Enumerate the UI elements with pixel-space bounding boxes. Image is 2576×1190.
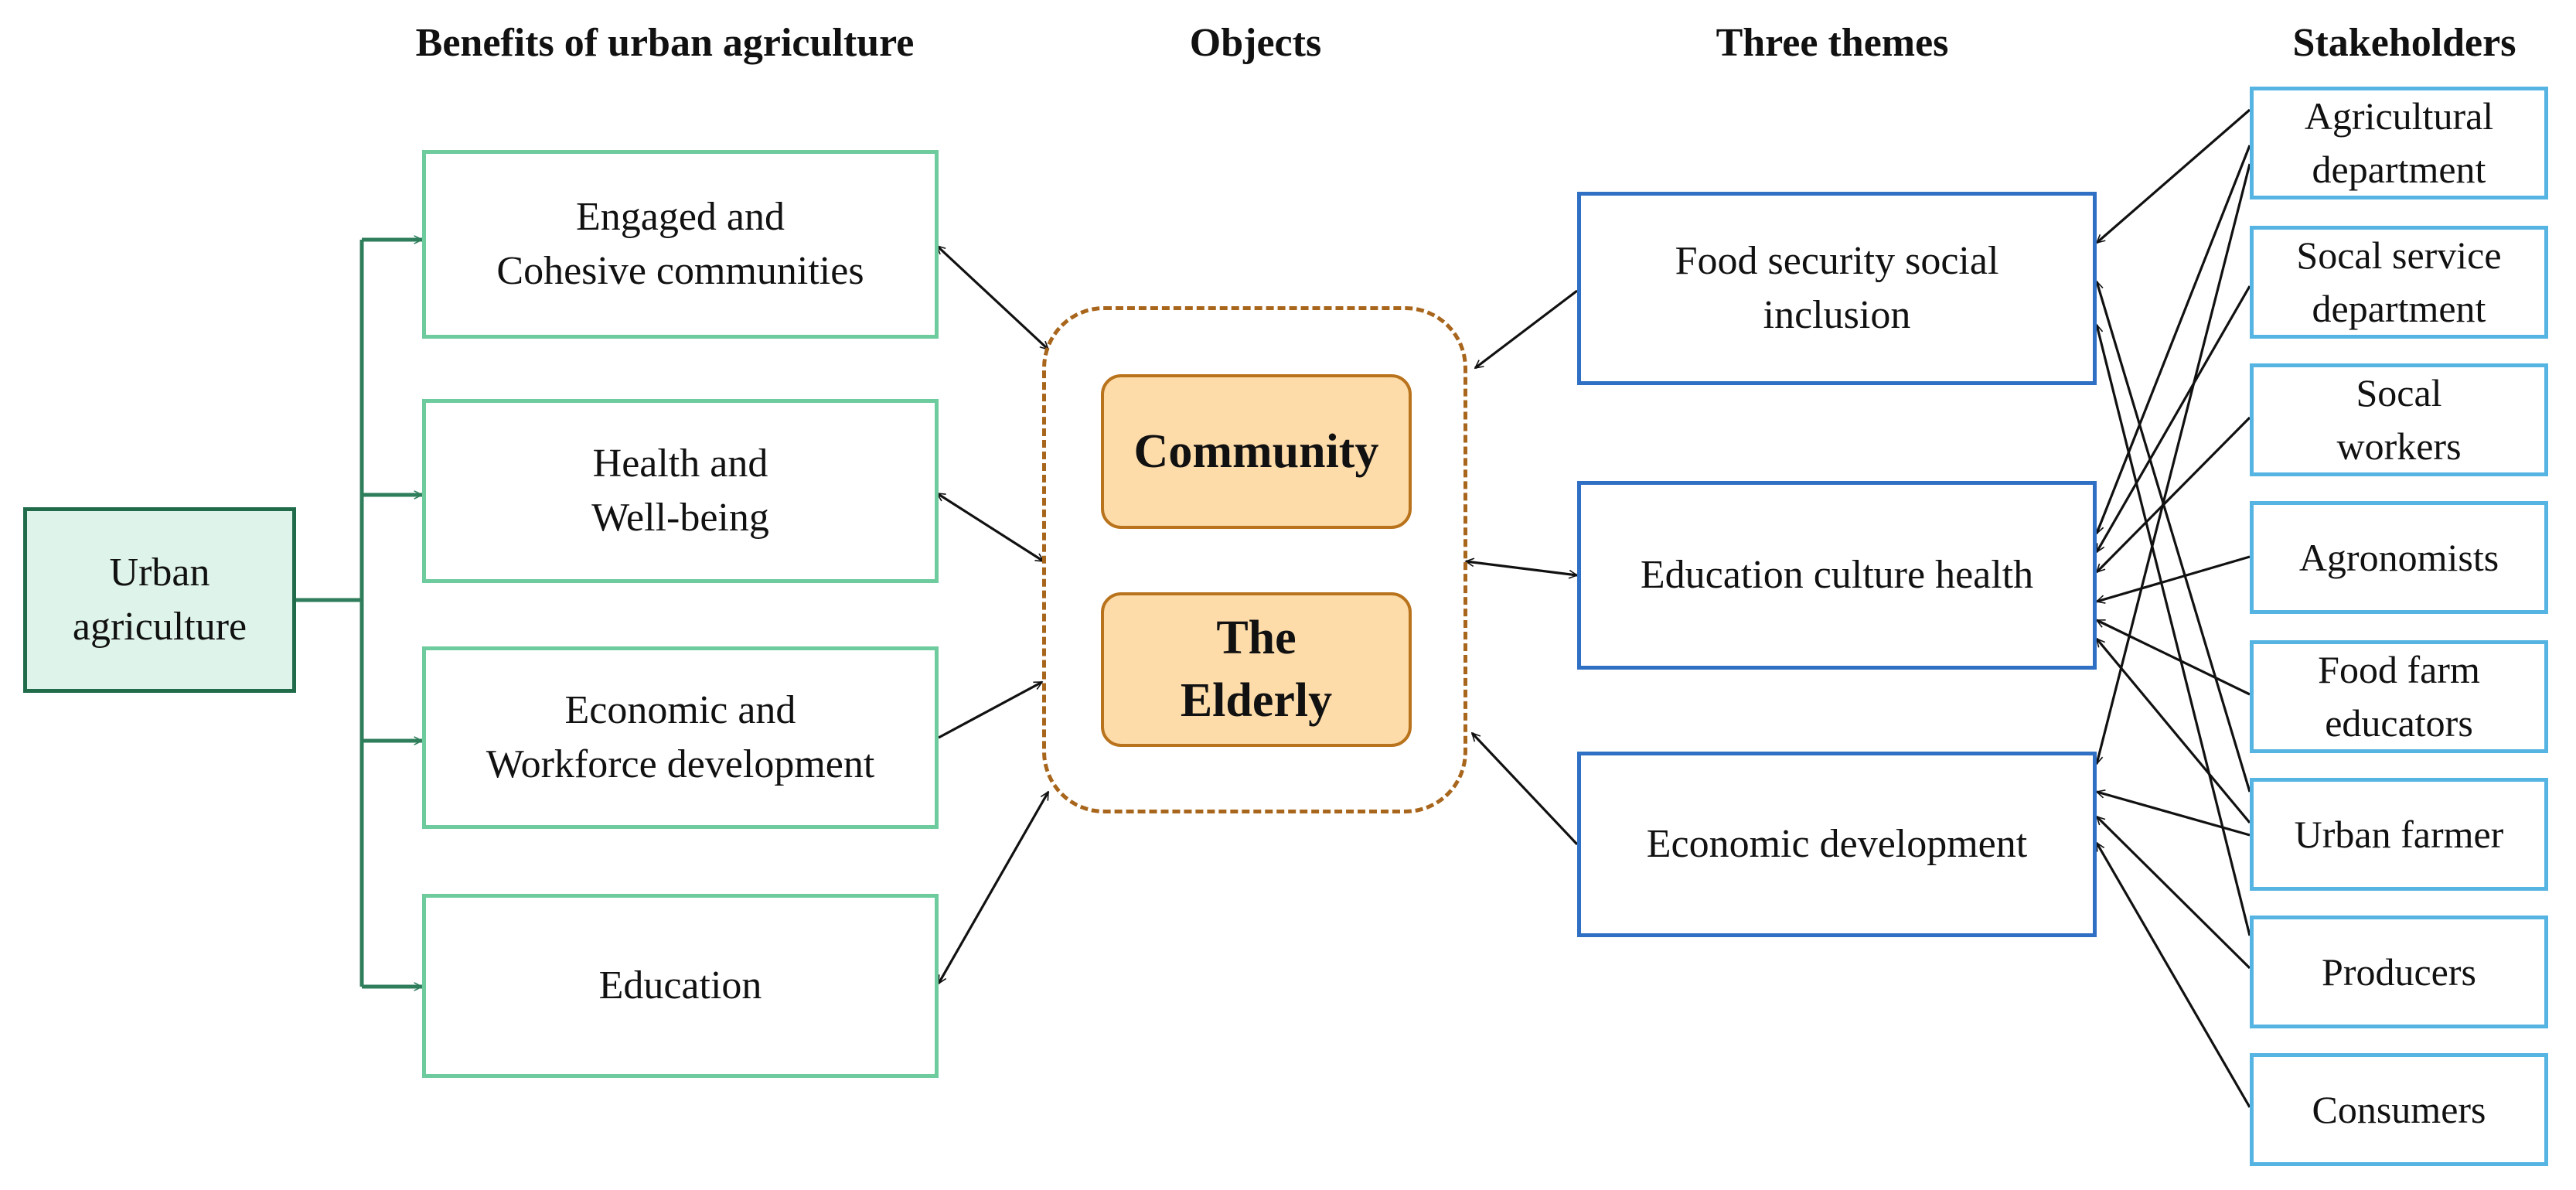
arrow-social-service-to-education bbox=[2095, 285, 2251, 552]
theme-label: Education culture health bbox=[1640, 552, 2034, 597]
stakeholder-label: Producers bbox=[2322, 950, 2476, 994]
stakeholder-label: Agronomists bbox=[2298, 535, 2499, 579]
arrow-benefit2-objects bbox=[937, 492, 1044, 563]
arrow-urban-farmer-to-food bbox=[2097, 281, 2251, 793]
arrow-agri-dept-to-education bbox=[2097, 145, 2251, 534]
header-stakeholders: Stakeholders bbox=[2292, 20, 2516, 65]
arrow-benefit3-objects bbox=[938, 680, 1042, 739]
arrow-urban-farmer-to-education bbox=[2095, 639, 2251, 824]
stakeholder-label: Urban farmer bbox=[2294, 812, 2504, 856]
root-label: Urban agriculture bbox=[72, 550, 247, 649]
object-label: Community bbox=[1133, 425, 1379, 478]
benefit-box-engaged-communities: Engaged and Cohesive communities bbox=[422, 150, 939, 339]
root-tree-connector bbox=[296, 240, 422, 987]
arrow-theme2-objects bbox=[1466, 561, 1577, 575]
arrow-urban-farmer-to-economic bbox=[2097, 792, 2251, 837]
benefit-label: Health and Well-being bbox=[591, 441, 769, 540]
stakeholder-label: Agricultural department bbox=[2304, 94, 2494, 191]
benefit-box-economic-workforce: Economic and Workforce development bbox=[422, 646, 939, 829]
stakeholder-agricultural-department: Agricultural department bbox=[2250, 87, 2548, 199]
stakeholder-label: Socal workers bbox=[2336, 371, 2462, 468]
arrow-agri-dept-to-economic bbox=[2097, 163, 2251, 764]
object-box-elderly: The Elderly bbox=[1101, 592, 1412, 747]
stakeholder-label: Socal service department bbox=[2296, 234, 2502, 330]
arrow-consumers-to-economic bbox=[2095, 843, 2251, 1108]
object-label: The Elderly bbox=[1180, 612, 1333, 727]
arrow-theme1-objects bbox=[1475, 289, 1578, 370]
benefit-label: Economic and Workforce development bbox=[486, 687, 875, 786]
benefit-box-health-wellbeing: Health and Well-being bbox=[422, 399, 939, 583]
arrow-benefit4-objects bbox=[937, 792, 1050, 984]
arrow-agri-dept-to-food bbox=[2097, 108, 2251, 244]
benefit-label: Education bbox=[598, 963, 762, 1008]
theme-label: Economic development bbox=[1646, 821, 2028, 866]
arrow-theme3-objects bbox=[1472, 733, 1579, 846]
object-box-community: Community bbox=[1101, 374, 1412, 529]
theme-box-education-culture-health: Education culture health bbox=[1577, 481, 2097, 670]
stakeholder-social-service-department: Socal service department bbox=[2250, 226, 2548, 339]
stakeholder-food-farm-educators: Food farm educators bbox=[2250, 640, 2548, 753]
benefit-object-arrows bbox=[937, 246, 1050, 984]
stakeholder-label: Consumers bbox=[2312, 1087, 2486, 1131]
theme-label: Food security social inclusion bbox=[1675, 238, 1999, 337]
arrow-benefit1-objects bbox=[937, 246, 1048, 349]
stakeholder-label: Food farm educators bbox=[2318, 648, 2480, 745]
stakeholder-social-workers: Socal workers bbox=[2250, 363, 2548, 476]
header-objects: Objects bbox=[1189, 20, 1322, 65]
stakeholder-urban-farmer: Urban farmer bbox=[2250, 778, 2548, 891]
stakeholder-agronomists: Agronomists bbox=[2250, 501, 2548, 614]
arrow-agronomists-to-education bbox=[2097, 555, 2251, 602]
theme-box-food-security: Food security social inclusion bbox=[1577, 192, 2097, 385]
arrow-producers-to-food bbox=[2097, 325, 2251, 936]
benefit-label: Engaged and Cohesive communities bbox=[496, 194, 864, 293]
stakeholder-theme-arrows bbox=[2095, 108, 2251, 1108]
arrow-social-workers-to-education bbox=[2097, 416, 2251, 572]
root-urban-agriculture: Urban agriculture bbox=[23, 507, 296, 693]
arrow-producers-to-economic bbox=[2097, 817, 2251, 970]
theme-object-arrows bbox=[1466, 289, 1579, 846]
header-benefits: Benefits of urban agriculture bbox=[415, 20, 915, 65]
header-themes: Three themes bbox=[1716, 20, 1949, 65]
objects-group bbox=[1042, 306, 1467, 813]
theme-box-economic-development: Economic development bbox=[1577, 752, 2097, 937]
arrow-food-farm-educators-to-education bbox=[2097, 619, 2251, 696]
benefit-box-education: Education bbox=[422, 894, 939, 1078]
stakeholder-producers: Producers bbox=[2250, 916, 2548, 1028]
stakeholder-consumers: Consumers bbox=[2250, 1053, 2548, 1166]
